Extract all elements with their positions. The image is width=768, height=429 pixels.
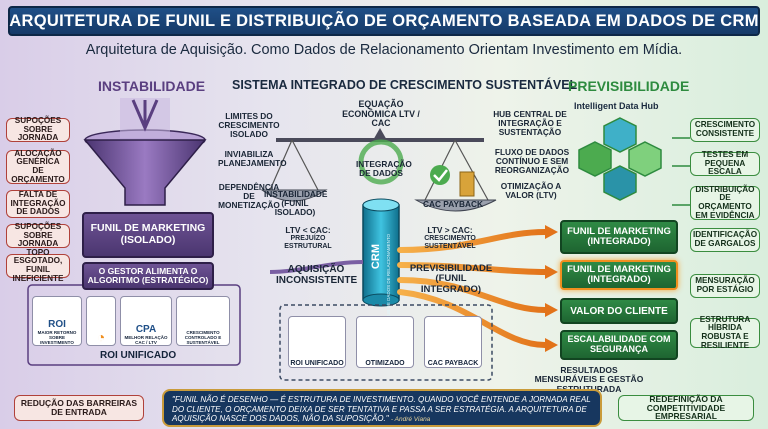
ltv-lt-cac-title: LTV < CAC:: [285, 225, 331, 235]
center-card-optimized: OTIMIZADO: [356, 316, 414, 368]
right-box-funnel-1: FUNIL DE MARKETING (INTEGRADO): [560, 220, 678, 254]
growth-sub: CRESCIMENTO CONTROLADO E SUSTENTÁVEL: [184, 330, 222, 345]
quote-author: - André Viana: [390, 416, 431, 424]
chart-mini-card: ◔: [86, 296, 116, 346]
center-right-label-3: OTIMIZAÇÃO A VALOR (LTV): [500, 181, 562, 201]
ltv-lt-cac: LTV < CAC: PREJUÍZO ESTRUTURAL: [268, 225, 348, 251]
center-left-label-3: DEPENDÊNCIA DE MONETIZAÇÃO: [218, 182, 280, 211]
crm-cylinder-icon: [358, 139, 404, 307]
right-item-6: ESTRUTURA HÍBRIDA ROBUSTA E RESILIENTE: [690, 315, 760, 349]
algorithm-box: O GESTOR ALIMENTA O ALGORITMO (ESTRATÉGI…: [82, 262, 214, 290]
equation-label: EQUAÇÃO ECONÔMICA LTV / CAC: [342, 99, 420, 129]
right-item-3: DISTRIBUIÇÃO DE ORÇAMENTO EM EVIDÊNCIA: [690, 185, 760, 220]
pan-right-label: CAC PAYBACK: [423, 199, 483, 209]
bottom-right-competitiveness: REDEFINIÇÃO DA COMPETITIVIDADE EMPRESARI…: [618, 394, 754, 421]
center-card-payback-label: CAC PAYBACK: [427, 360, 479, 367]
right-item-2: TESTES EM PEQUENA ESCALA: [690, 150, 760, 176]
pan-left-label: INSTABILIDADE (FUNIL ISOLADO): [264, 189, 328, 218]
roi-unified-left: ROI UNIFICADO: [100, 350, 177, 361]
cpa-card: CPA MELHOR RELAÇÃO CAC / LTV: [120, 296, 172, 346]
acquisition-inconsistent: AQUISIÇÃO INCONSISTENTE: [276, 264, 358, 286]
center-card-optimized-label: OTIMIZADO: [365, 360, 405, 367]
center-right-label-2: FLUXO DE DADOS CONTÍNUO E SEM REORGANIZA…: [494, 147, 570, 176]
funnel-icon: [83, 98, 207, 206]
center-card-payback: CAC PAYBACK: [424, 316, 482, 368]
heading-instability: INSTABILIDADE: [98, 78, 206, 94]
center-left-label-1: LIMITES DO CRESCIMENTO ISOLADO: [218, 111, 280, 140]
cpa-sub: MELHOR RELAÇÃO CAC / LTV: [124, 335, 168, 345]
ltv-gt-cac-sub: CRESCIMENTO SUSTENTÁVEL: [424, 235, 476, 250]
left-item-5: TOPO ESGOTADO, FUNIL INEFICIENTE: [6, 248, 70, 282]
crm-sub: HUB DE DADOS DE RELACIONAMENTO: [386, 234, 391, 320]
predictability-integrated: PREVISIBILIDADE (FUNIL INTEGRADO): [409, 263, 493, 295]
center-card-roi: ROI UNIFICADO: [288, 316, 346, 368]
pie-chart-icon: ◔: [96, 329, 106, 345]
left-item-4: SUPOÇÕES SOBRE JORNADA: [6, 222, 70, 248]
center-left-label-2: INVIABILIZA PLANEJAMENTO: [218, 149, 287, 169]
roi-label: ROI: [48, 319, 66, 330]
right-item-5: MENSURAÇÃO POR ESTÁGIO: [690, 274, 760, 298]
crm-label: CRM: [370, 244, 382, 270]
cpa-label: CPA: [135, 324, 157, 335]
ltv-lt-cac-sub: PREJUÍZO ESTRUTURAL: [284, 235, 332, 250]
left-item-2: ALOCAÇÃO GENÉRICA DE ORÇAMENTO: [6, 149, 70, 184]
left-item-1: SUPOÇÕES SOBRE JORNADA: [6, 116, 70, 142]
ltv-gt-cac-title: LTV > CAC:: [427, 225, 473, 235]
right-box-funnel-2: FUNIL DE MARKETING (INTEGRADO): [560, 260, 678, 290]
right-item-1: CRESCIMENTO CONSISTENTE: [690, 118, 760, 142]
results-label: RESULTADOS MENSURÁVEIS E GESTÃO ESTRUTUR…: [534, 365, 644, 393]
data-hub-icon: [578, 117, 662, 201]
scale-icon: [260, 128, 497, 212]
quote-text: "FUNIL NÃO É DESENHO — É ESTRUTURA DE IN…: [172, 395, 591, 424]
left-item-3: FALTA DE INTEGRAÇÃO DE DADOS: [6, 190, 70, 218]
heading-center-system: SISTEMA INTEGRADO DE CRESCIMENTO SUSTENT…: [232, 78, 578, 92]
bottom-left-barriers: REDUÇÃO DAS BARREIRAS DE ENTRADA: [14, 395, 144, 421]
growth-card: CRESCIMENTO CONTROLADO E SUSTENTÁVEL: [176, 296, 230, 346]
heading-predictability: PREVISIBILIDADE: [568, 78, 690, 94]
funnel-isolated-box: FUNIL DE MARKETING (ISOLADO): [82, 212, 214, 258]
center-right-label-1: HUB CENTRAL DE INTEGRAÇÃO E SUSTENTAÇÃO: [493, 109, 567, 138]
right-box-scalability: ESCALABILIDADE COM SEGURANÇA: [560, 330, 678, 360]
roi-card: ROI MAIOR RETORNO SOBRE INVESTIMENTO: [32, 296, 82, 346]
right-box-customer-value: VALOR DO CLIENTE: [560, 298, 678, 324]
page-title: ARQUITETURA DE FUNIL E DISTRIBUIÇÃO DE O…: [8, 6, 760, 36]
page-subtitle: Arquitetura de Aquisição. Como Dados de …: [85, 42, 683, 58]
roi-sub: MAIOR RETORNO SOBRE INVESTIMENTO: [37, 330, 77, 345]
ltv-gt-cac: LTV > CAC: CRESCIMENTO SUSTENTÁVEL: [404, 225, 496, 251]
quote-box: "FUNIL NÃO É DESENHO — É ESTRUTURA DE IN…: [162, 389, 602, 427]
integration-label: INTEGRAÇÃO DE DADOS: [356, 159, 412, 179]
right-item-4: IDENTIFICAÇÃO DE GARGALOS: [690, 228, 760, 252]
intelligent-data-hub-label: Intelligent Data Hub: [574, 101, 659, 111]
center-card-roi-label: ROI UNIFICADO: [290, 360, 344, 367]
